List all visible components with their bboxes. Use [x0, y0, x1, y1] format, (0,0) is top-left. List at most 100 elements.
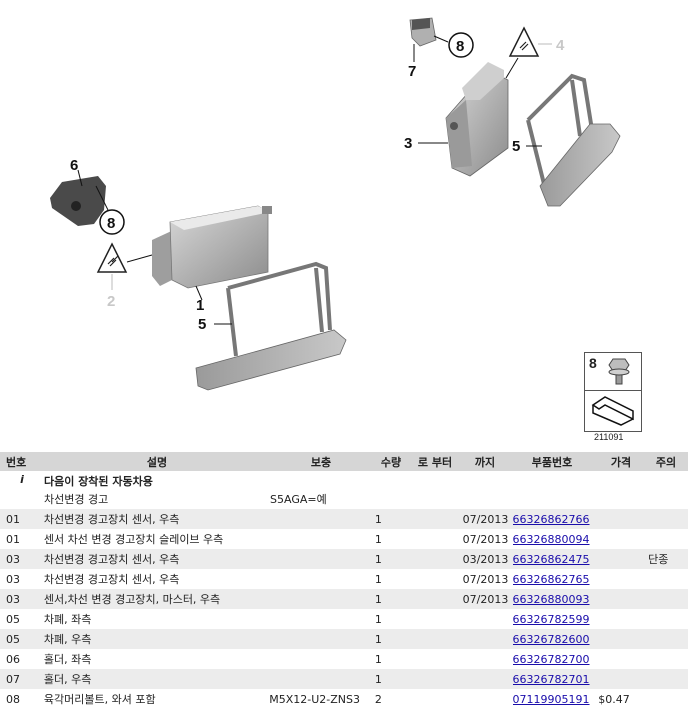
row-part-number-cell: 07119905191 — [513, 693, 597, 706]
row-desc: 센서 차선 변경 경고장치 슬레이브 우측 — [43, 533, 224, 546]
row-qty: 1 — [374, 652, 382, 666]
row-qty: 1 — [374, 572, 382, 586]
header-to: 까지 — [474, 455, 496, 469]
row-qty: 1 — [374, 552, 382, 566]
row-qty: 1 — [374, 512, 382, 526]
row-to: 07/2013 — [462, 532, 509, 546]
fastener-legend: 8 — [584, 352, 642, 432]
callout-8-left[interactable]: 8 — [107, 215, 115, 232]
arrow-diagram-icon — [591, 396, 634, 426]
row-desc: 육각머리볼트, 와셔 포함 — [43, 693, 156, 706]
row-no: 01 — [6, 532, 20, 546]
row-qty: 1 — [374, 632, 382, 646]
row-part-number-cell: 66326782600 — [513, 633, 597, 646]
part-number-link[interactable]: 66326782600 — [512, 632, 590, 646]
row-part-number-cell: 66326782599 — [513, 613, 597, 626]
header-part-number: 부품번호 — [531, 455, 573, 469]
diagram-code: 211091 — [594, 432, 624, 442]
row-part-number-cell: 66326782700 — [513, 653, 597, 666]
row-no: 05 — [6, 612, 20, 626]
warning-triangle-icon — [96, 242, 128, 273]
row-part-number-cell: 66326880093 — [513, 593, 597, 606]
row-desc: 차선변경 경고장치 센서, 우측 — [43, 513, 180, 526]
row-to: 07/2013 — [462, 572, 509, 586]
part-number-link[interactable]: 66326862765 — [512, 572, 590, 586]
callout-6[interactable]: 6 — [70, 157, 78, 174]
callout-2[interactable]: 2 — [107, 293, 115, 310]
warning-triangle-right-icon — [508, 26, 540, 57]
info-icon[interactable]: i — [20, 473, 24, 486]
callout-circle-8-left — [99, 209, 125, 235]
plug-icon — [107, 255, 119, 267]
header-from: 로 부터 — [417, 455, 453, 469]
table-header: 번호 설명 보충 수량 로 부터 까지 부품번호 가격 주의 — [0, 452, 688, 471]
row-desc: 차폐, 우측 — [43, 633, 92, 646]
callout-4[interactable]: 4 — [556, 37, 565, 54]
row-qty: 1 — [374, 612, 382, 626]
shield-right-shape[interactable] — [526, 73, 621, 207]
legend-number: 8 — [589, 355, 597, 371]
part-number-link[interactable]: 66326782700 — [512, 652, 590, 666]
row-qty: 2 — [374, 692, 382, 706]
callout-1[interactable]: 1 — [196, 297, 204, 314]
row-to: 07/2013 — [462, 592, 509, 606]
header-note: 주의 — [655, 455, 677, 469]
row-desc: 차선변경 경고장치 센서, 우측 — [43, 553, 180, 566]
part-number-link[interactable]: 66326880093 — [512, 592, 590, 606]
group-row: i 다음이 장착된 자동차용 차선변경 경고 S5AGA=예 — [0, 471, 688, 509]
row-part-number-cell: 66326862765 — [513, 573, 597, 586]
header-no: 번호 — [6, 455, 27, 469]
row-supplement: M5X12-U2-ZNS3 — [269, 692, 360, 706]
part-number-link[interactable]: 66326782599 — [512, 612, 590, 626]
row-qty: 1 — [374, 672, 382, 686]
part-number-link[interactable]: 66326862766 — [512, 512, 590, 526]
group-content: 다음이 장착된 자동차용 차선변경 경고 S5AGA=예 — [44, 473, 372, 507]
row-to: 03/2013 — [462, 552, 509, 566]
group-sub: 차선변경 경고 S5AGA=예 — [44, 491, 372, 507]
sensor-right-shape[interactable] — [445, 62, 509, 177]
holder-right-shape[interactable] — [409, 17, 437, 47]
row-no: 07 — [6, 672, 20, 686]
callout-5-left[interactable]: 5 — [198, 316, 206, 333]
header-supplement: 보충 — [310, 455, 332, 469]
row-desc: 차선변경 경고장치 센서, 우측 — [43, 573, 180, 586]
callout-3[interactable]: 3 — [404, 135, 412, 152]
row-part-number-cell: 66326880094 — [513, 533, 597, 546]
group-sub-desc: 차선변경 경고 — [44, 493, 109, 506]
row-desc: 센서,차선 변경 경고장치, 마스터, 우측 — [43, 593, 221, 606]
row-part-number-cell: 66326782701 — [513, 673, 597, 686]
callout-8-right[interactable]: 8 — [456, 38, 464, 55]
row-no: 03 — [6, 552, 20, 566]
part-number-link[interactable]: 66326862475 — [512, 552, 590, 566]
header-price: 가격 — [610, 455, 632, 469]
callout-7[interactable]: 7 — [408, 63, 416, 80]
table-row: 05 차폐, 우측 1 66326782600 — [0, 629, 688, 649]
sensor-left-shape[interactable] — [152, 205, 272, 289]
row-part-number-cell: 66326862766 — [513, 513, 597, 526]
shield-left-shape[interactable] — [195, 261, 347, 391]
header-qty: 수량 — [380, 455, 402, 469]
part-number-link[interactable]: 07119905191 — [512, 692, 590, 706]
row-part-number-cell: 66326862475 — [513, 553, 597, 566]
header-desc: 설명 — [146, 455, 168, 469]
part-number-link[interactable]: 66326782701 — [512, 672, 590, 686]
part-number-link[interactable]: 66326880094 — [512, 532, 590, 546]
bolt-icon — [608, 358, 630, 385]
row-no: 03 — [6, 572, 20, 586]
row-desc: 홀더, 좌측 — [43, 653, 92, 666]
group-sub-supp: S5AGA=예 — [270, 493, 327, 506]
callout-5-right[interactable]: 5 — [512, 138, 520, 155]
holder-left-shape[interactable] — [50, 176, 106, 226]
row-qty: 1 — [374, 592, 382, 606]
row-price: $0.47 — [598, 692, 630, 706]
row-no: 05 — [6, 632, 20, 646]
